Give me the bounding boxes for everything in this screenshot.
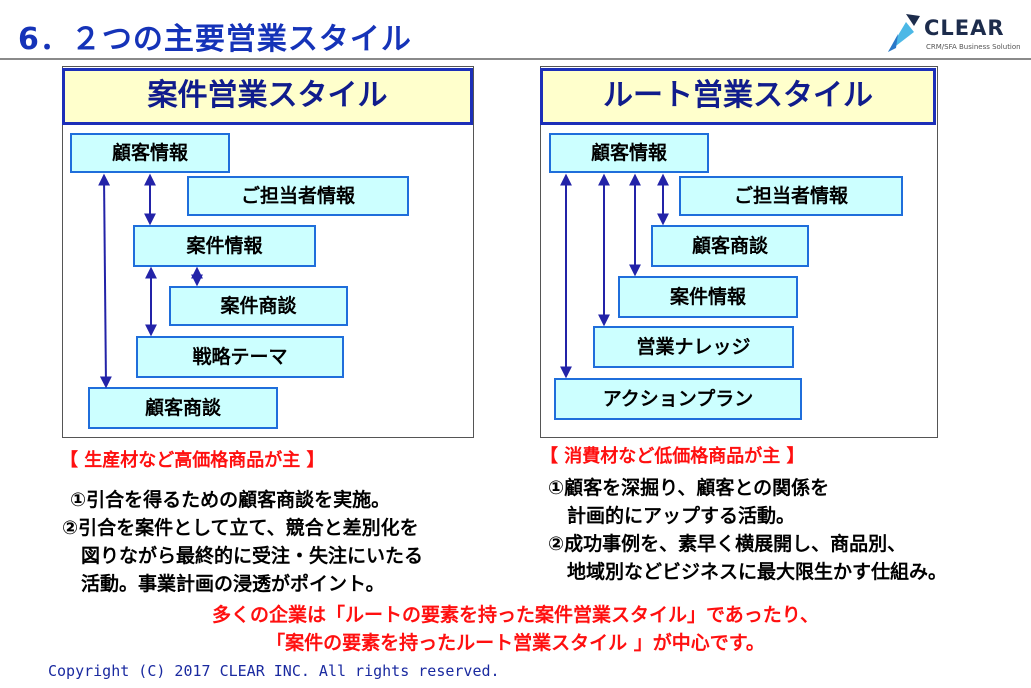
right-desc-3: ②成功事例を、素早く横展開し、商品別、	[548, 533, 907, 555]
logo-name: CLEAR	[924, 16, 1005, 40]
clear-logo: CLEAR CRM/SFA Business Solution	[884, 12, 1024, 56]
left-desc-4: 活動。事業計画の浸透がポイント。	[62, 573, 385, 595]
right-desc-4: 地域別などビジネスに最大限生かす仕組み。	[548, 561, 948, 583]
left-box-deal-info: 案件情報	[133, 225, 316, 267]
left-desc-3: 図りながら最終的に受注・失注にいたる	[62, 545, 424, 567]
right-desc-2: 計画的にアップする活動。	[548, 505, 796, 527]
right-desc-1: ①顧客を深掘り、顧客との関係を	[548, 477, 830, 499]
copyright: Copyright (C) 2017 CLEAR INC. All rights…	[48, 662, 500, 680]
right-box-sales-knowledge: 営業ナレッジ	[593, 326, 794, 368]
left-desc-2: ②引合を案件として立て、競合と差別化を	[62, 517, 419, 539]
right-note: 【 消費材など低価格商品が主 】	[540, 446, 805, 467]
left-box-strategy-theme: 戦略テーマ	[136, 336, 344, 378]
left-box-customer-negotiation: 顧客商談	[88, 387, 278, 429]
left-note: 【 生産材など高価格商品が主 】	[60, 450, 325, 471]
left-box-contact-info: ご担当者情報	[187, 176, 409, 216]
title-divider	[0, 58, 1031, 60]
clear-logo-icon	[888, 14, 920, 52]
left-box-deal-negotiation: 案件商談	[169, 286, 348, 326]
right-box-deal-info: 案件情報	[618, 276, 798, 318]
right-box-customer-info: 顧客情報	[549, 133, 709, 173]
right-box-customer-negotiation: 顧客商談	[651, 225, 809, 267]
conclusion-line-2: 「案件の要素を持ったルート営業スタイル 」が中心です。	[266, 632, 765, 654]
left-desc-1: ①引合を得るための顧客商談を実施。	[70, 489, 391, 511]
right-heading: ルート営業スタイル	[540, 68, 936, 125]
slide-title: 6．２つの主要営業スタイル	[18, 22, 412, 57]
logo-subtitle: CRM/SFA Business Solution	[926, 43, 1021, 51]
left-heading: 案件営業スタイル	[62, 68, 473, 125]
right-box-action-plan: アクションプラン	[554, 378, 802, 420]
right-box-contact-info: ご担当者情報	[679, 176, 903, 216]
left-box-customer-info: 顧客情報	[70, 133, 230, 173]
conclusion-line-1: 多くの企業は「ルートの要素を持った案件営業スタイル」であったり、	[211, 604, 820, 626]
left-arrow-info-negotiation	[98, 173, 112, 389]
